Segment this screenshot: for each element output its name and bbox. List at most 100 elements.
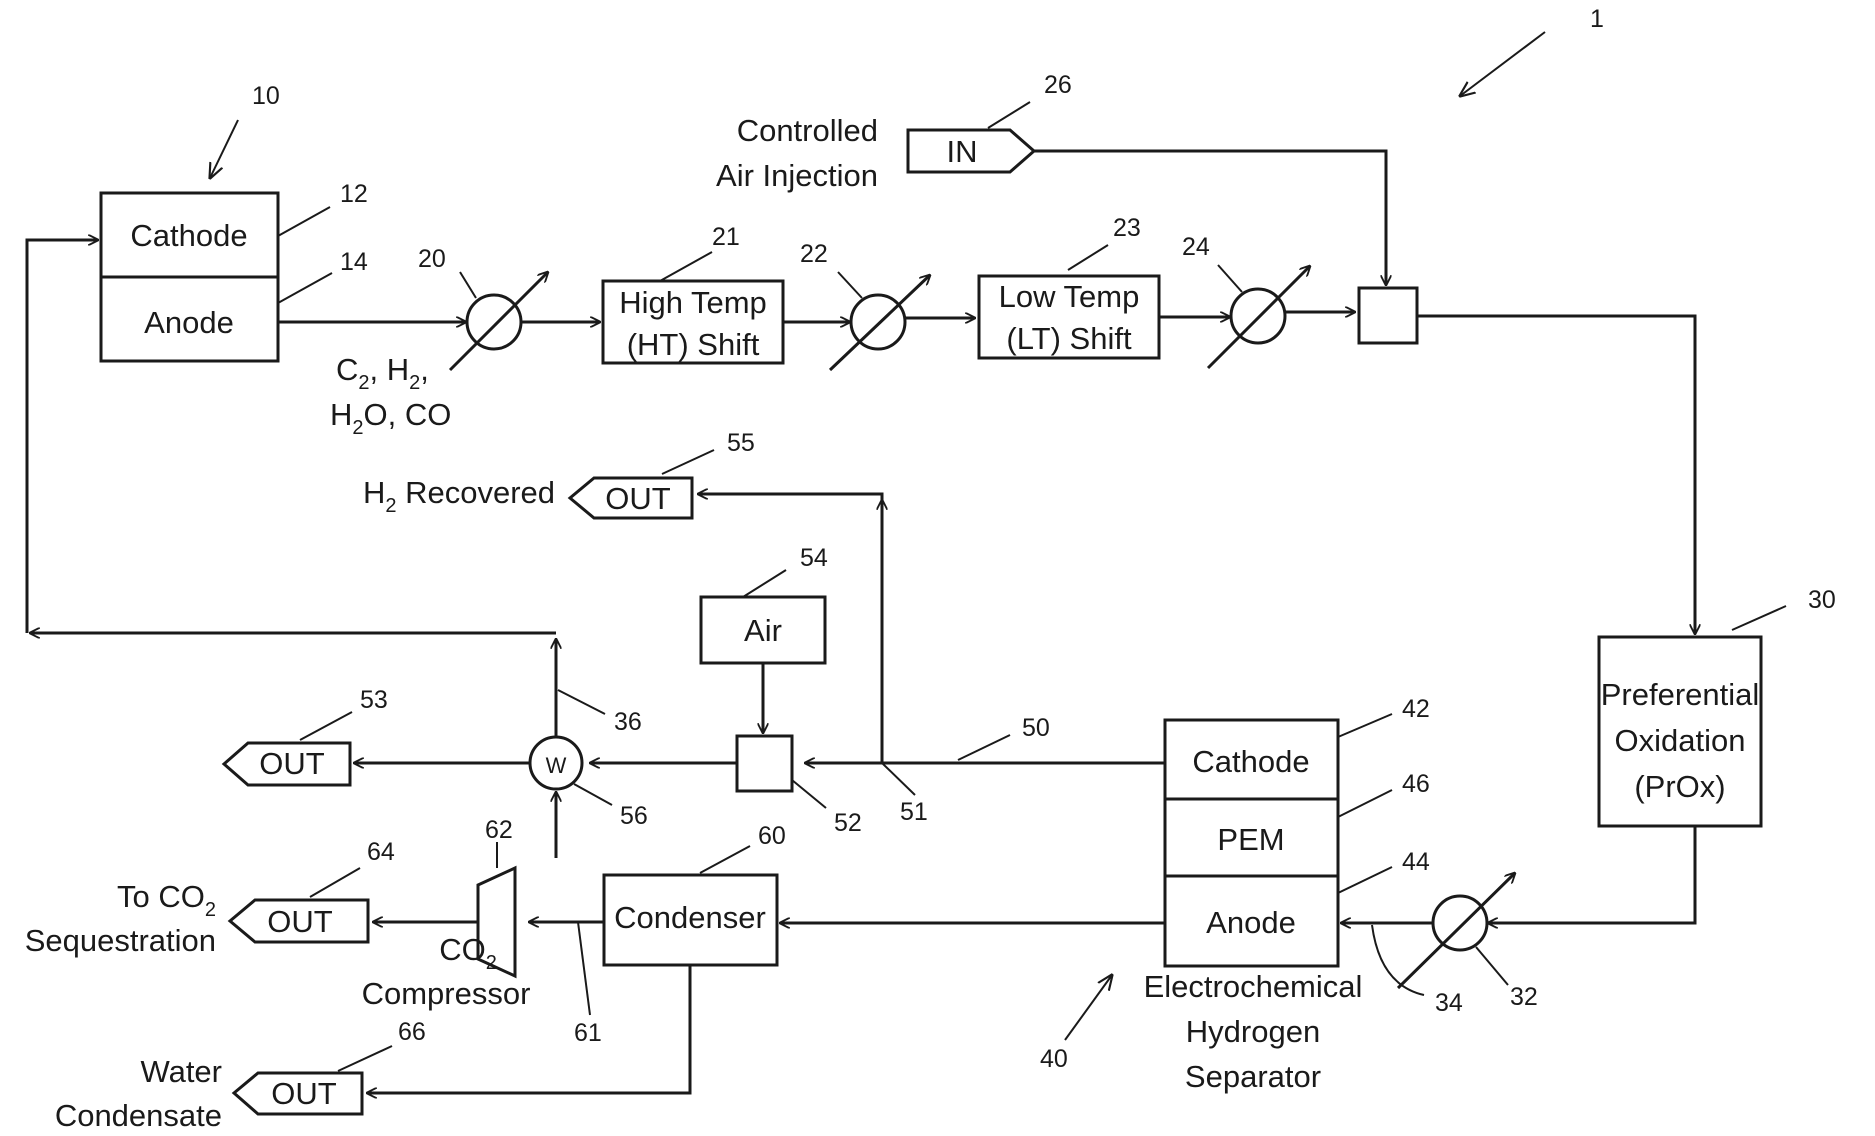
fuel-cell-anode-ref: 14: [340, 248, 368, 276]
heat-exchanger-20-arrow: [448, 272, 548, 372]
co2-out-text: OUT: [267, 904, 333, 939]
heat-exchanger-32-arrow: [1396, 873, 1515, 990]
air-injection-in-text: IN: [947, 134, 978, 169]
co2-sequestration-outlet: OUT To CO2 Sequestration 64: [25, 838, 395, 958]
separator-caption-line3: Separator: [1185, 1059, 1321, 1094]
condenser-box: [602, 873, 779, 967]
prox-box: [1597, 635, 1763, 828]
separator-anode-box: [1163, 874, 1340, 968]
water-out-text: OUT: [271, 1076, 337, 1111]
lt-shift-label-line1: Low Temp: [999, 279, 1140, 314]
lt-shift-box: [977, 274, 1161, 360]
air-injection-in-tag: [906, 128, 1037, 174]
figure-leader-arrow: [1460, 31, 1546, 96]
co2-compressor: 62 CO2 Compressor: [362, 816, 531, 1011]
heat-exchanger-22: 22: [800, 240, 930, 372]
stream-51-leader: [881, 762, 916, 796]
air-box-label: Air: [744, 613, 782, 648]
heat-exchanger-22-leader: [837, 271, 863, 299]
figure-reference: 1: [1460, 5, 1604, 96]
stream-water-condensate: [367, 965, 692, 1093]
heat-exchanger-20-ref: 20: [418, 245, 446, 273]
air-injection-label-line1: Controlled: [737, 113, 878, 148]
fuel-cell-cathode-label: Cathode: [130, 218, 247, 253]
outlet-53: OUT 53: [221, 686, 388, 787]
stream-36-leader: [557, 689, 606, 715]
mixer-52: 52: [735, 734, 862, 837]
heat-exchanger-24-leader: [1217, 264, 1243, 293]
separator-leader-arrow: [1064, 975, 1112, 1041]
water-out-label-line2: Condensate: [55, 1098, 222, 1133]
separator-cathode-box: [1163, 718, 1340, 801]
air-injection-ref: 26: [1044, 71, 1072, 99]
heat-exchanger-32: 32: [1396, 873, 1538, 1011]
ht-shift-leader: [659, 251, 713, 282]
figure-number: 1: [1590, 5, 1604, 33]
separator-cathode-ref: 42: [1402, 695, 1430, 723]
condenser-label: Condenser: [614, 900, 766, 935]
co2-compressor-label-line2: Compressor: [362, 976, 531, 1011]
hydrogen-separator: Cathode PEM Anode 42 46 44 Electrochemic…: [1040, 695, 1430, 1094]
separator-pem-label: PEM: [1217, 822, 1284, 857]
stream-61-ref: 61: [574, 1019, 602, 1047]
out-53-tag: [221, 741, 352, 787]
heat-exchanger-56: W 56: [528, 735, 648, 858]
separator-caption-line2: Hydrogen: [1186, 1014, 1320, 1049]
separator-anode-ref: 44: [1402, 848, 1430, 876]
out-53-text: OUT: [259, 746, 325, 781]
ht-shift-ref: 21: [712, 223, 740, 251]
fuel-cell-cathode-box: [99, 191, 280, 279]
water-out-tag: [231, 1071, 364, 1116]
air-supply: Air 54: [699, 544, 828, 733]
stream-51-ref: 51: [900, 798, 928, 826]
stream-50-leader: [957, 734, 1011, 761]
co2-out-label-line1: To CO2: [117, 879, 216, 921]
co2-out-tag: [227, 898, 370, 944]
fuel-cell-cathode-ref: 12: [340, 180, 368, 208]
mixer-52-leader: [791, 779, 827, 809]
co2-compressor-symbol: [476, 865, 517, 979]
heat-exchanger-20-leader: [459, 271, 477, 299]
prox-reactor: Preferential Oxidation (PrOx) 30: [1597, 586, 1836, 828]
cathode-ref-leader: [277, 206, 331, 237]
co2-out-leader: [309, 867, 361, 898]
air-mixer: [1357, 286, 1419, 345]
heat-exchanger-20: 20: [418, 245, 548, 372]
mixer-52-ref: 52: [834, 809, 862, 837]
lt-shift-label-line2: (LT) Shift: [1006, 321, 1132, 356]
water-out-label-line1: Water: [140, 1054, 222, 1089]
anode-ref-leader: [277, 272, 333, 304]
fuel-cell-anode-label: Anode: [144, 305, 234, 340]
air-box-leader: [742, 569, 787, 598]
water-out-ref: 66: [398, 1018, 426, 1046]
stream-61-leader: [577, 921, 591, 1016]
lt-shift-leader: [1067, 244, 1109, 271]
lt-shift-reactor: Low Temp (LT) Shift 23: [977, 214, 1161, 360]
heat-exchanger-22-ref: 22: [800, 240, 828, 268]
mixer-52-box: [735, 734, 794, 793]
heat-exchanger-56-symbol: W: [546, 753, 567, 778]
fuel-cell: 10 Cathode Anode 12 14: [99, 82, 368, 363]
air-injection-leader: [987, 101, 1031, 129]
stream-to-prox: [1417, 314, 1695, 634]
co2-compressor-label-line1: CO2: [439, 932, 497, 974]
heat-exchanger-32-leader: [1475, 946, 1509, 986]
separator-ref: 40: [1040, 1045, 1068, 1073]
separator-anode-label: Anode: [1206, 905, 1296, 940]
heat-exchanger-20-body: [465, 293, 523, 351]
prox-label-line2: Oxidation: [1615, 723, 1746, 758]
heat-exchanger-32-ref: 32: [1510, 983, 1538, 1011]
separator-pem-leader: [1337, 789, 1393, 818]
lt-shift-ref: 23: [1113, 214, 1141, 242]
prox-label-line1: Preferential: [1601, 677, 1760, 712]
separator-pem-box: [1163, 797, 1340, 878]
prox-leader: [1731, 605, 1787, 631]
anode-exhaust-label-line1: C2, H2,: [336, 352, 429, 394]
fuel-cell-leader-arrow: [210, 119, 239, 178]
co2-out-label-line2: Sequestration: [25, 923, 216, 958]
fuel-cell-anode-box: [99, 275, 280, 363]
stream-36-ref: 36: [614, 708, 642, 736]
stream-34-ref: 34: [1435, 989, 1463, 1017]
heat-exchanger-24: 24: [1182, 233, 1310, 370]
out-53-leader: [299, 711, 353, 741]
